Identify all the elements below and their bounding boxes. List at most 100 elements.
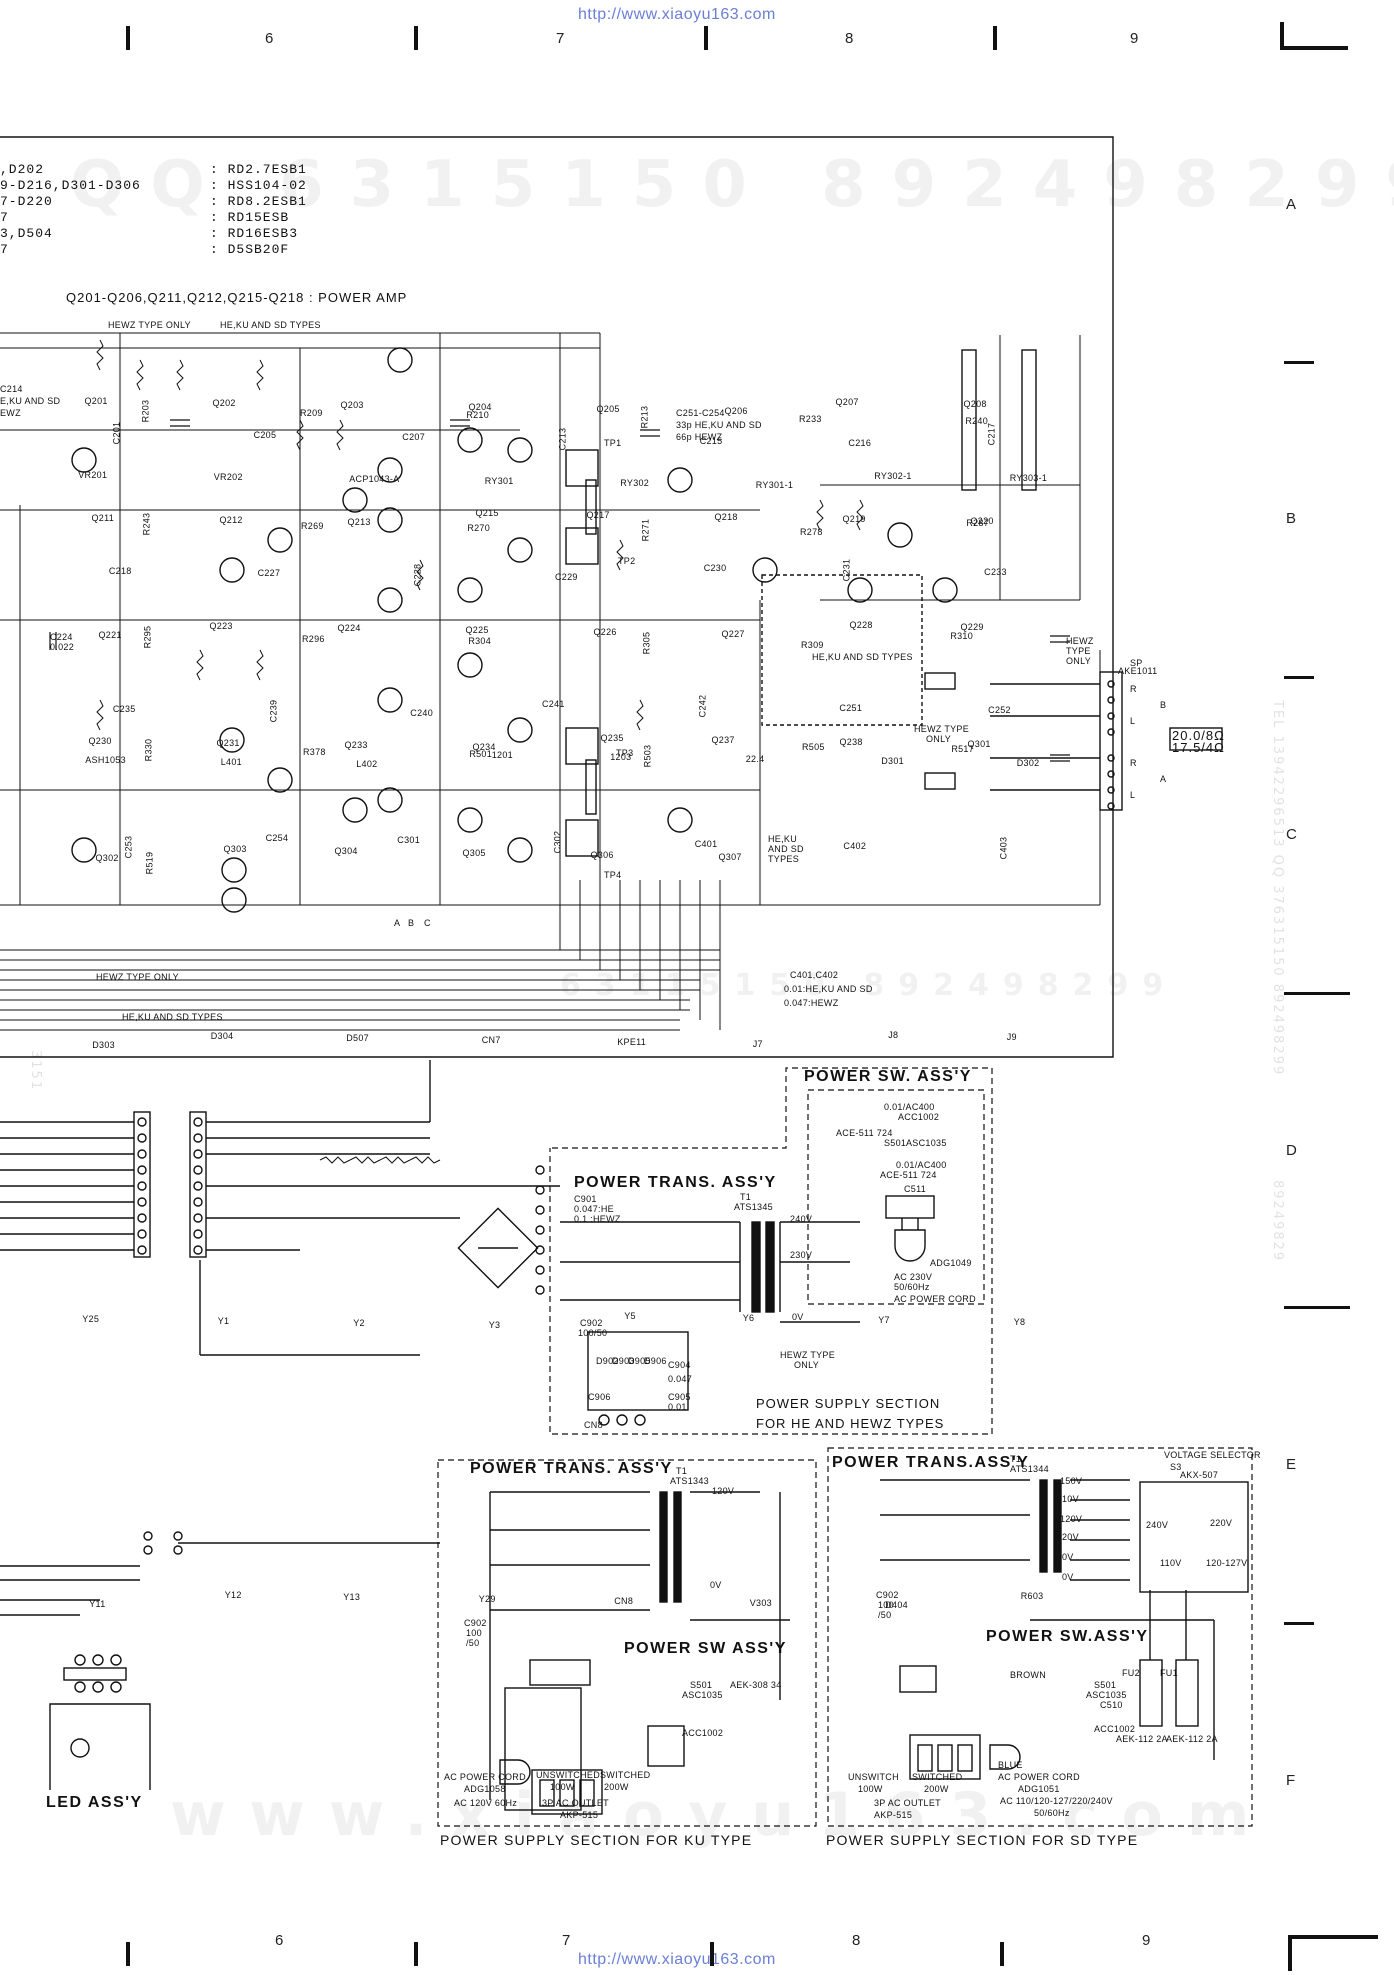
capacitors [49, 419, 1070, 762]
power-sw-he-part: ACE-511 724 [880, 1170, 937, 1180]
transistor-label: Q205 [596, 404, 620, 414]
sd-tap: 0V [1062, 1552, 1074, 1562]
grid-row-label: D [1286, 1142, 1298, 1159]
hewz-type-only-mid: ONLY [926, 734, 952, 744]
capacitor-label: C403 [998, 836, 1009, 859]
capacitor-label: C402 [843, 840, 867, 851]
watermark-side-left: 3151 [28, 1050, 43, 1092]
capacitor-label: C233 [984, 566, 1007, 577]
semi-part: : D5SB20F [210, 242, 290, 257]
he-footer: FOR HE AND HEWZ TYPES [756, 1416, 945, 1431]
sd-trans: ATS1344 [1010, 1464, 1049, 1474]
sp-channel: R [1130, 758, 1137, 768]
resistor-label: R501 [469, 749, 493, 759]
wire-color: BROWN [1010, 1670, 1046, 1680]
transistor-label: Q224 [337, 623, 361, 633]
he-hewz-only: HEWZ TYPE [780, 1350, 836, 1360]
transistor-label: Q225 [465, 625, 489, 635]
selector-value: 110V [1160, 1558, 1182, 1568]
semi-part: : HSS104-02 [210, 178, 307, 193]
corner-bracket-bottom [1288, 1935, 1378, 1939]
he-cn: CN8 [584, 1420, 603, 1430]
component-label: D304 [210, 1031, 234, 1041]
c214-note: E,KU AND SD [0, 396, 61, 406]
impedance-label: 20.0/8Ω [1172, 728, 1225, 743]
he-cord: ADG1049 [930, 1258, 972, 1268]
resistor-label: R296 [302, 634, 325, 644]
hewz-type-only-sp: TYPE [1066, 646, 1091, 656]
c251-note: 66p HEWZ [676, 432, 723, 442]
transistor-label: Q303 [223, 844, 247, 854]
sd-tap: 120V [1060, 1514, 1083, 1524]
component-label: VR202 [213, 472, 243, 482]
he-cord: 50/60Hz [894, 1282, 930, 1292]
transistor-label: Q221 [98, 630, 122, 640]
capacitor-label: C301 [397, 834, 420, 845]
sd-cap: 100 [878, 1600, 894, 1610]
resistor-label: R287 [966, 518, 990, 528]
resistor-label: R233 [799, 414, 822, 424]
watermark-side-right: TEL 13942296513 QQ 376315150 892498299 [1270, 700, 1285, 1077]
he-plug [885, 1195, 935, 1262]
capacitor-label: C216 [848, 437, 872, 448]
he-part: 0.047 [668, 1374, 693, 1384]
capacitor-label: C252 [988, 704, 1011, 715]
component-label: RY301-1 [755, 480, 794, 490]
capacitor-label: C207 [402, 431, 425, 442]
grid-row-tick [1284, 1622, 1314, 1625]
semi-ref: 7 [0, 210, 9, 225]
ku-outlet: SWITCHED [600, 1770, 651, 1780]
c401-note: 0.01:HE,KU AND SD [784, 984, 873, 994]
bus-wires [0, 880, 721, 1031]
fuse-label: FU1 [1160, 1668, 1178, 1678]
he-ku-sd-types-mid: HE,KU AND SD TYPES [812, 652, 913, 662]
he-part: D905 [628, 1356, 651, 1366]
component-label: Y25 [82, 1314, 100, 1324]
component-label: 22.4 [745, 754, 765, 764]
component-label: Y5 [624, 1311, 636, 1321]
c214-note: EWZ [0, 408, 21, 418]
c214-note: C214 [0, 384, 23, 394]
grid-row-label: F [1286, 1772, 1296, 1789]
transistor-label: Q208 [963, 399, 987, 409]
transistor-label: Q229 [960, 622, 984, 632]
component-label: RY301 [484, 476, 514, 486]
selector-value: 120-127V [1206, 1558, 1248, 1568]
sd-trans: T1 [1010, 1454, 1022, 1464]
transistor-label: Q305 [462, 848, 486, 858]
resistor-label: R213 [639, 405, 650, 429]
sd-part: C510 [1100, 1700, 1123, 1710]
semi-part: : RD16ESB3 [210, 226, 299, 241]
sd-footer: POWER SUPPLY SECTION FOR SD TYPE [826, 1832, 1139, 1848]
transistor-label: Q213 [347, 517, 371, 527]
grid-col-label: 6 [275, 1932, 284, 1949]
ku-cap: 100 [466, 1628, 482, 1638]
capacitor-label: C240 [410, 707, 433, 718]
he-ku-sd-types-left: TYPES [768, 854, 800, 864]
component-label: Y3 [488, 1320, 501, 1330]
sd-outlet: SWITCHED [912, 1772, 963, 1782]
grid-col-label: 6 [265, 30, 274, 47]
resistor-label: R505 [802, 742, 825, 752]
component-label: ACP1043-A [349, 474, 400, 484]
he-transformer [535, 1165, 860, 1426]
c251-note: C251-C254 [676, 408, 725, 418]
transistor-label: Q228 [849, 620, 873, 630]
transistor-label: Q219 [842, 514, 866, 524]
transistor-label: Q217 [586, 510, 610, 520]
ku-outlet: AKP-515 [560, 1810, 599, 1820]
power-sw-sd-title: POWER SW.ASS'Y [986, 1628, 1149, 1645]
abc-label: B [408, 918, 415, 928]
transistor-label: Q233 [344, 740, 368, 750]
sd-transformer [880, 1479, 1249, 1780]
source-url-bottom: http://www.xiaoyu163.com [578, 1951, 776, 1968]
grid-tick [704, 26, 708, 50]
he-note: C901 [574, 1194, 597, 1204]
resistor-label: R310 [950, 631, 974, 641]
transistor-label: Q215 [475, 508, 499, 518]
grid-tick [414, 1942, 418, 1966]
source-url-top: http://www.xiaoyu163.com [578, 6, 776, 23]
semi-part: : RD15ESB [210, 210, 290, 225]
tp1-label: TP1 [604, 438, 622, 448]
sp-channel: L [1130, 790, 1136, 800]
